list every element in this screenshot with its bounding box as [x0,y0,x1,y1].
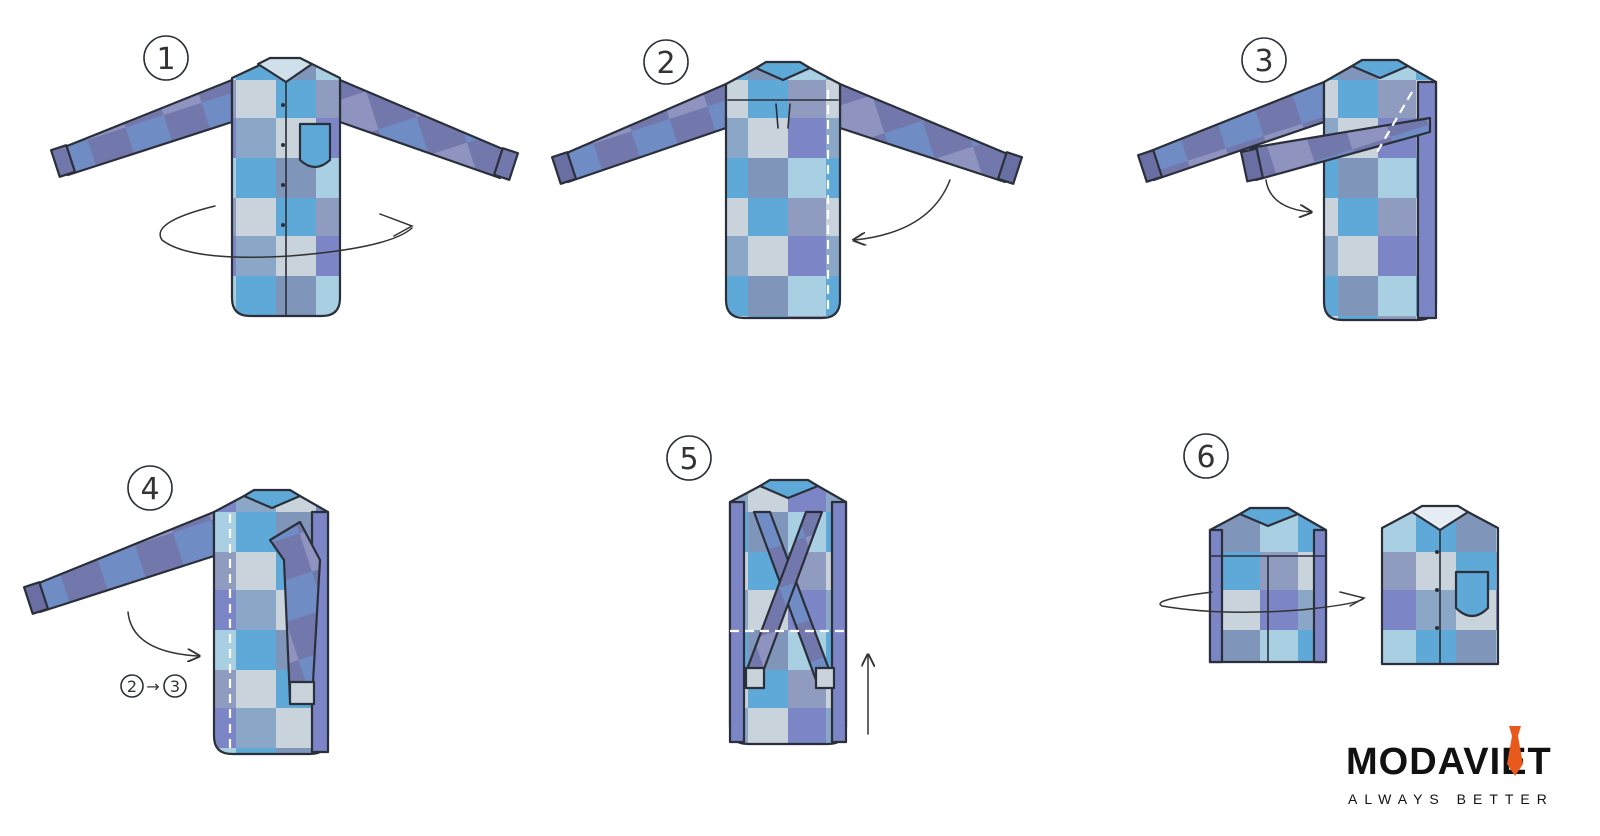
step-5-number: 5 [666,435,712,481]
left-sleeve [60,78,234,177]
collar [1350,58,1410,80]
logo-tagline: ALWAYS BETTER [1348,791,1554,807]
left-cuff [49,144,77,178]
step-6-number: 6 [1183,433,1229,479]
step-6: 6 [1159,433,1500,666]
right-cuff [814,666,836,690]
shirt-back [724,66,842,320]
left-cuff [550,151,578,185]
left-sleeve [560,82,728,184]
step-1-label: 1 [156,42,175,77]
repeat-note: 2 → 3 [120,674,187,698]
left-folded-edge [728,500,746,744]
fold-line [1375,91,1413,155]
tie-icon [1507,726,1523,776]
fold-arrow-4 [127,611,198,656]
shirt-4 [22,488,330,756]
shirt-back [728,484,848,746]
step-3: 3 [1136,37,1438,322]
collar [754,60,812,82]
left-cuff [22,581,50,615]
right-cuff [996,151,1024,185]
back-pleat [775,103,791,129]
repeat-note-arrow: → [146,677,159,696]
rotate-arrow-1 [159,205,414,258]
right-cuff [288,680,316,706]
left-cuff [744,666,766,690]
folded-shirt-back [1208,506,1328,664]
shirt-3 [1136,58,1438,322]
left-cuff [1136,149,1164,183]
pocket [1454,570,1490,618]
step-1-number: 1 [143,35,189,81]
right-sleeve [838,82,1012,184]
collar [1410,504,1470,532]
right-cuff [492,147,520,181]
fold-arrow-3 [1265,179,1310,212]
pocket [298,122,332,169]
collar [1238,506,1300,528]
left-folded-edge [1208,528,1224,664]
right-sleeve [338,78,507,180]
collar [256,56,314,84]
step-5: 5 [666,435,868,746]
step-3-label: 3 [1254,44,1273,79]
step-2-number: 2 [643,39,689,85]
step-4-number: 4 [127,465,173,511]
right-folded-edge [830,500,848,744]
step-4: 4 2 → 3 [22,465,330,756]
folded-shirt-front [1380,504,1500,666]
repeat-note-to: 3 [170,677,180,696]
flip-arrow-6 [1159,591,1366,613]
right-folded-edge [1312,528,1328,664]
step-2-label: 2 [656,46,675,81]
shirt-5 [728,478,848,746]
modaviet-logo: MODAVIET ALWAYS BETTER [1346,726,1554,807]
step-1: 1 [49,35,520,318]
step-4-label: 4 [140,472,159,507]
collar [242,488,302,510]
repeat-note-from: 2 [127,677,137,696]
step-3-number: 3 [1241,37,1287,83]
shirt-2 [550,60,1024,320]
folded-edge [1416,80,1438,320]
right-cuff [1239,147,1265,183]
left-sleeve [32,510,216,614]
step-5-label: 5 [679,442,698,477]
step-6-label: 6 [1196,440,1215,475]
collar [758,478,820,500]
shirt-1 [49,56,520,318]
fold-arrow-2 [855,179,951,240]
step-2: 2 [550,39,1024,320]
